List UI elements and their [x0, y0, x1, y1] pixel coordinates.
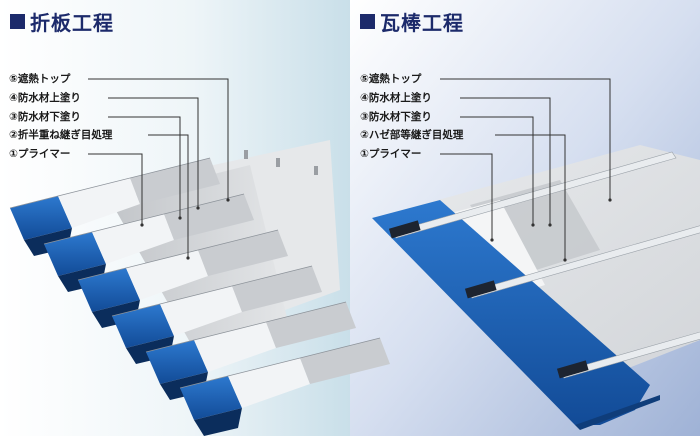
leader-endpoint [548, 223, 552, 227]
primer-rib-face [112, 304, 174, 348]
base-coat-strip [266, 302, 356, 348]
rib-valley [194, 408, 242, 436]
leader-lines [88, 78, 611, 260]
left-label-primer: ①プライマー [9, 148, 71, 160]
leader-endpoint [608, 198, 612, 202]
leader-endpoint [196, 206, 200, 210]
leader-line [88, 153, 143, 225]
leader-endpoint [226, 198, 230, 202]
base-coat-strip [198, 230, 288, 276]
rib-edge [9, 157, 211, 209]
right-label-waterproof-base-coat: ③防水材下塗り [360, 111, 432, 123]
right-label-heat-shield-top: ⑤遮熱トップ [360, 73, 422, 85]
primer-rib-face [78, 268, 140, 312]
base-coat-strip [232, 266, 322, 312]
rib-edge [111, 265, 313, 317]
seam-treatment-strip [160, 286, 242, 336]
leader-endpoint [140, 223, 144, 227]
leader-line [88, 78, 229, 200]
leader-line [460, 97, 551, 225]
left-panel-title-text: 折板工程 [30, 10, 114, 35]
base-coat-strip [164, 194, 254, 240]
leader-line [108, 97, 199, 208]
seam-treatment-strip [126, 250, 208, 300]
right-panel-title: 瓦棒工程 [360, 8, 464, 35]
rib-edge [179, 337, 381, 389]
left-label-seam-treatment: ②折半重ね継ぎ目処理 [9, 129, 113, 141]
leader-endpoint [178, 216, 182, 220]
right-panel-title-text: 瓦棒工程 [380, 10, 464, 35]
batten-seams [388, 151, 700, 379]
title-square-icon [10, 13, 25, 29]
rib-edge [43, 193, 245, 245]
seam-treatment-strip [58, 178, 140, 228]
roof-ridges [9, 157, 390, 436]
base-coat-strip [300, 338, 390, 384]
rib-edge [145, 301, 347, 353]
leader-line [440, 153, 493, 240]
seam-treatment-strip [92, 214, 174, 264]
primer-rib-face [146, 340, 208, 384]
right-label-primer: ①プライマー [360, 148, 422, 160]
leader-endpoint [563, 258, 567, 262]
leader-endpoint [531, 223, 535, 227]
primer-rib-face [180, 376, 242, 420]
leader-line [440, 78, 611, 200]
primer-rib-face [10, 196, 72, 240]
left-label-waterproof-base-coat: ③防水材下塗り [9, 111, 81, 123]
primer-rib-face [44, 232, 106, 276]
seam-treatment-strip [194, 322, 276, 372]
right-label-seam-treatment: ②ハゼ部等継ぎ目処理 [360, 129, 464, 141]
batten-cap [556, 360, 589, 379]
leader-line [460, 116, 534, 225]
leader-line [108, 116, 181, 218]
left-panel-title: 折板工程 [10, 8, 114, 35]
batten-cap [388, 220, 421, 239]
title-square-icon [360, 13, 375, 29]
seam-treatment-strip [228, 358, 310, 408]
left-label-heat-shield-top: ⑤遮熱トップ [9, 73, 71, 85]
left-label-waterproof-top-coat: ④防水材上塗り [9, 92, 81, 104]
batten-cap [464, 280, 497, 299]
leader-line [148, 134, 189, 258]
right-label-waterproof-top-coat: ④防水材上塗り [360, 92, 432, 104]
rib-edge [77, 229, 279, 281]
leader-endpoints [140, 198, 612, 262]
leader-endpoint [186, 256, 190, 260]
roof-fixture-markers [244, 150, 318, 175]
leader-endpoint [490, 238, 494, 242]
leader-line [495, 134, 566, 260]
